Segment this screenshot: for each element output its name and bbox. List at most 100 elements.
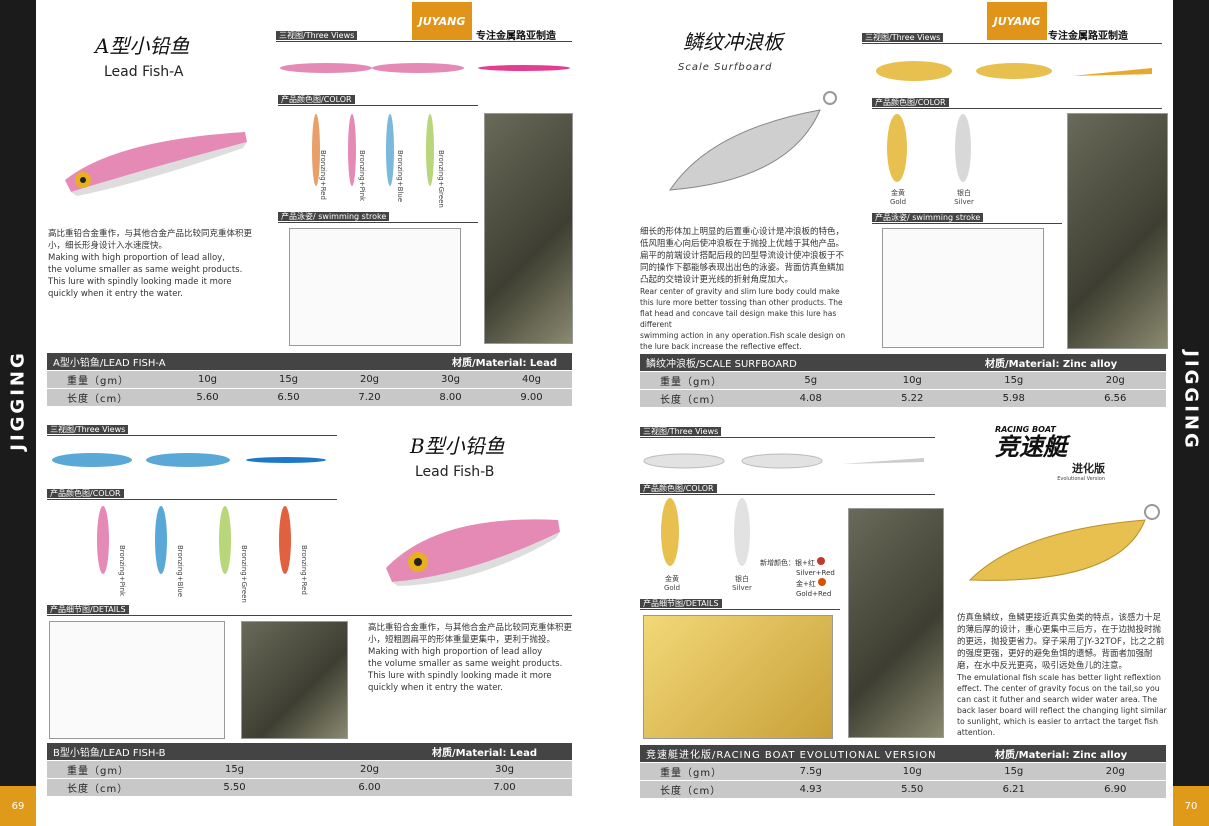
racing-desc-en-6: attention. — [957, 728, 996, 737]
lead-b-desc-en-4: quickly when it entry the water. — [368, 683, 503, 693]
lead-a-description: 高比重铅合金重作，与其他合金产品比较同克重体积更小，细长形身设计入水速度快。 M… — [48, 228, 263, 300]
surfboard-three-views-header: 三视图/Three Views — [862, 32, 1162, 44]
surfboard-spec-title: 鳞纹冲浪板/SCALE SURFBOARD — [646, 359, 797, 370]
racing-product-image — [968, 504, 1160, 581]
brand-logo-right: JUYANG — [987, 2, 1047, 40]
racing-desc-en-5: to sunlight, which is easier to arrtact … — [957, 717, 1159, 726]
lead-b-product-image — [386, 519, 560, 586]
racing-color-header: 产品颜色图/COLOR — [640, 483, 935, 495]
surfboard-spec-table: 鳞纹冲浪板/SCALE SURFBOARD 材质/Material: Zinc a… — [640, 354, 1166, 407]
lead-a-spec-title: A型小铅鱼/LEAD FISH-A — [53, 358, 166, 369]
lead-b-color-label-2: Bronzing+Blue — [176, 545, 184, 598]
surfboard-title-en: Scale Surfboard — [678, 62, 773, 73]
lead-b-color-swatches — [97, 506, 291, 574]
lead-b-title-cn: B型小铅鱼 — [410, 434, 505, 458]
racing-color-swatches — [661, 498, 750, 566]
lead-b-material: 材质/Material: Lead — [432, 748, 537, 759]
racing-catch-photo — [848, 508, 944, 738]
lead-b-color-label-1: Bronzing+Pink — [118, 545, 126, 597]
surfboard-swimming-diagram — [882, 228, 1044, 348]
surfboard-color-swatches — [887, 114, 971, 182]
racing-description: 仿真鱼鳞纹，鱼鳞更接近真实鱼类的特点，该感力十足的薄后厚的设计，重心更集中三后方… — [957, 612, 1167, 738]
lead-b-three-views-header: 三视图/Three Views — [47, 424, 337, 436]
surfboard-material: 材质/Material: Zinc alloy — [985, 359, 1118, 370]
lead-b-spec-table: B型小铅鱼/LEAD FISH-B 材质/Material: Lead 重量（gm… — [47, 743, 572, 796]
surfboard-three-views-image — [876, 61, 1152, 81]
surfboard-color-header: 产品颜色图/COLOR — [872, 97, 1162, 109]
racing-desc-en-2: effect. The center of gravity focus on t… — [957, 684, 1160, 693]
page-number-right: 70 — [1173, 786, 1209, 826]
racing-detail-images — [643, 615, 833, 739]
lead-b-desc-cn: 高比重铅合金重作，与其他合金产品比较同克重体积更小，短粗圆扁平的形体重量更集中，… — [368, 623, 573, 645]
lead-b-spec-title: B型小铅鱼/LEAD FISH-B — [53, 748, 166, 759]
lead-a-material: 材质/Material: Lead — [452, 358, 557, 369]
racing-new-colors: 新增颜色：银+红 Silver+Red 金+红 Gold+Red — [760, 557, 835, 598]
page-number-left: 69 — [0, 786, 36, 826]
gold-red-swatch — [818, 578, 827, 586]
left-sidebar: JIGGING 69 — [0, 0, 36, 826]
lead-a-color-label-4: Bronzing+Green — [437, 150, 445, 208]
lead-a-catch-photo — [484, 113, 573, 344]
lead-a-desc-en-4: quickly when it entry the water. — [48, 289, 183, 299]
surfboard-desc-en-4: swimming action in any operation.Fish sc… — [640, 331, 846, 340]
lead-b-detail-images — [49, 621, 225, 739]
lead-a-title-cn: A型小铅鱼 — [95, 34, 190, 58]
lead-a-desc-en-1: Making with high proportion of lead allo… — [48, 253, 225, 263]
surfboard-swimming-header: 产品泳姿/ swimming stroke — [872, 212, 1062, 224]
lead-b-description: 高比重铅合金重作，与其他合金产品比较同克重体积更小，短粗圆扁平的形体重量更集中，… — [368, 622, 573, 694]
racing-spec-title: 竞速艇进化版/RACING BOAT EVOLUTIONAL VERSION — [646, 750, 937, 761]
right-sidebar: JIGGING 70 — [1173, 0, 1209, 826]
surfboard-description: 细长的形体加上明显的后置重心设计是冲浪板的特色，低风阻重心向后使冲浪板在于抛投上… — [640, 226, 852, 352]
lead-a-swimming-diagram — [289, 228, 461, 346]
lead-b-color-header: 产品颜色图/COLOR — [47, 488, 337, 500]
left-sidebar-label: JIGGING — [7, 349, 29, 451]
surfboard-catch-photo — [1067, 113, 1168, 349]
racing-three-views-image — [643, 453, 924, 469]
lead-a-three-views-header: 三视图/Three Views — [276, 30, 572, 42]
lead-b-color-label-4: Bronzing+Red — [300, 545, 308, 595]
lead-a-three-views-image — [280, 63, 570, 73]
surfboard-product-image — [669, 91, 837, 191]
lead-a-product-image — [65, 132, 247, 196]
racing-desc-en-4: back laser board will reflect the changi… — [957, 706, 1167, 715]
racing-spec-table: 竞速艇进化版/RACING BOAT EVOLUTIONAL VERSION 材质… — [640, 745, 1166, 798]
surfboard-desc-en-3: flat head and concave tail design make t… — [640, 309, 837, 329]
lead-b-desc-en-1: Making with high proportion of lead allo… — [368, 647, 543, 657]
brand-slogan-right: 专注金属路亚制造 — [1048, 31, 1128, 42]
lead-a-desc-en-3: This lure with spindly looking made it m… — [48, 277, 232, 287]
racing-material: 材质/Material: Zinc alloy — [995, 750, 1128, 761]
right-sidebar-label: JIGGING — [1180, 349, 1202, 451]
lead-b-details-header: 产品细节图/DETAILS — [47, 604, 572, 616]
brand-slogan-left: 专注金属路亚制造 — [476, 31, 556, 42]
surfboard-title-cn: 鳞纹冲浪板 — [683, 30, 783, 54]
lead-a-desc-cn: 高比重铅合金重作，与其他合金产品比较同克重体积更小，细长形身设计入水速度快。 — [48, 229, 253, 251]
surfboard-desc-en-5: the lure back increase the reflective ef… — [640, 342, 802, 351]
racing-details-header: 产品细节图/DETAILS — [640, 598, 840, 610]
racing-desc-cn: 仿真鱼鳞纹，鱼鳞更接近真实鱼类的特点，该感力十足的薄后厚的设计，重心更集中三后方… — [957, 613, 1165, 671]
racing-three-views-header: 三视图/Three Views — [640, 426, 935, 438]
lead-a-color-label-3: Bronzing+Blue — [396, 150, 404, 203]
lead-b-desc-en-3: This lure with spindly looking made it m… — [368, 671, 552, 681]
silver-red-swatch — [817, 557, 826, 565]
surfboard-desc-cn: 细长的形体加上明显的后置重心设计是冲浪板的特色，低风阻重心向后使冲浪板在于抛投上… — [640, 227, 845, 285]
lead-a-swimming-header: 产品泳姿/ swimming stroke — [278, 211, 478, 223]
lead-b-title-en: Lead Fish-B — [415, 464, 495, 480]
surfboard-desc-en-2: this lure more better tossing than other… — [640, 298, 843, 307]
lead-a-spec-table: A型小铅鱼/LEAD FISH-A 材质/Material: Lead 重量（gm… — [47, 353, 572, 406]
lead-a-title-en: Lead Fish-A — [104, 64, 184, 80]
lead-a-color-label-1: Bronzing+Red — [319, 150, 327, 200]
brand-logo-left: JUYANG — [412, 2, 472, 40]
lead-a-desc-en-2: the volume smaller as same weight produc… — [48, 265, 243, 275]
lead-a-color-header: 产品颜色图/COLOR — [278, 94, 478, 106]
lead-a-color-label-2: Bronzing+Pink — [358, 150, 366, 202]
